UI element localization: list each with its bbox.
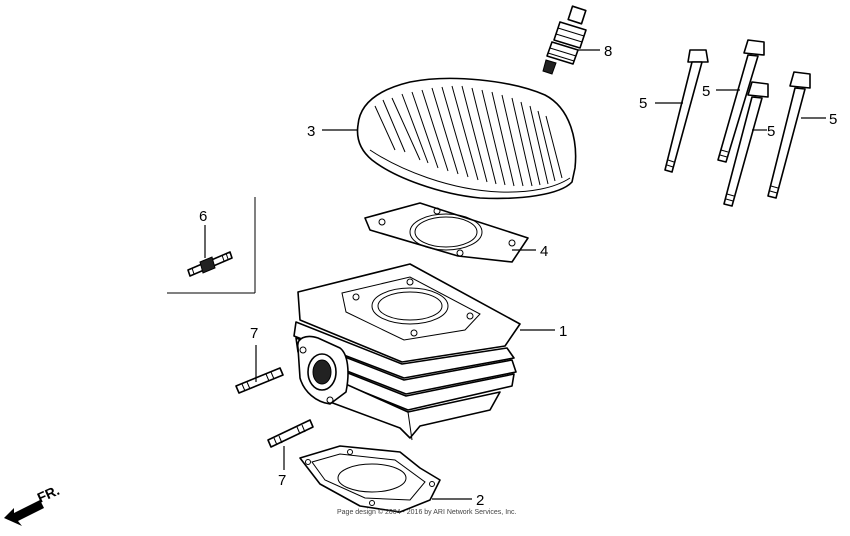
cylinder — [293, 263, 521, 441]
callout-cylinder: 1 — [559, 323, 567, 340]
cylinder-head — [356, 77, 577, 200]
callout-bolt-c: 5 — [767, 123, 775, 140]
spark-plug — [542, 5, 587, 75]
stud-6 — [187, 251, 233, 277]
callout-cylinder-head: 3 — [307, 123, 315, 140]
front-label: FR. — [35, 482, 62, 506]
base-gasket — [299, 445, 441, 513]
callout-bolt-a: 5 — [639, 95, 647, 112]
copyright-notice: Page design © 2004 - 2016 by ARI Network… — [337, 508, 517, 516]
bolt-c — [723, 81, 769, 207]
bolt-a — [664, 49, 709, 173]
bolt-b — [717, 39, 765, 163]
callout-stud-6: 6 — [199, 208, 207, 225]
callout-bolt-d: 5 — [829, 111, 837, 128]
stud-7-lower — [267, 419, 314, 448]
callout-stud-7-upper: 7 — [250, 325, 258, 342]
stud-7-upper — [235, 367, 284, 394]
callout-bolt-b: 5 — [702, 83, 710, 100]
stud-6-bracket — [167, 197, 256, 294]
callout-stud-7-lower: 7 — [278, 472, 286, 489]
callout-head-gasket: 4 — [540, 243, 548, 260]
callout-base-gasket: 2 — [476, 492, 484, 509]
callout-spark-plug: 8 — [604, 43, 612, 60]
head-gasket — [364, 202, 529, 263]
front-arrow-icon — [4, 500, 44, 526]
bolt-d — [767, 71, 811, 199]
